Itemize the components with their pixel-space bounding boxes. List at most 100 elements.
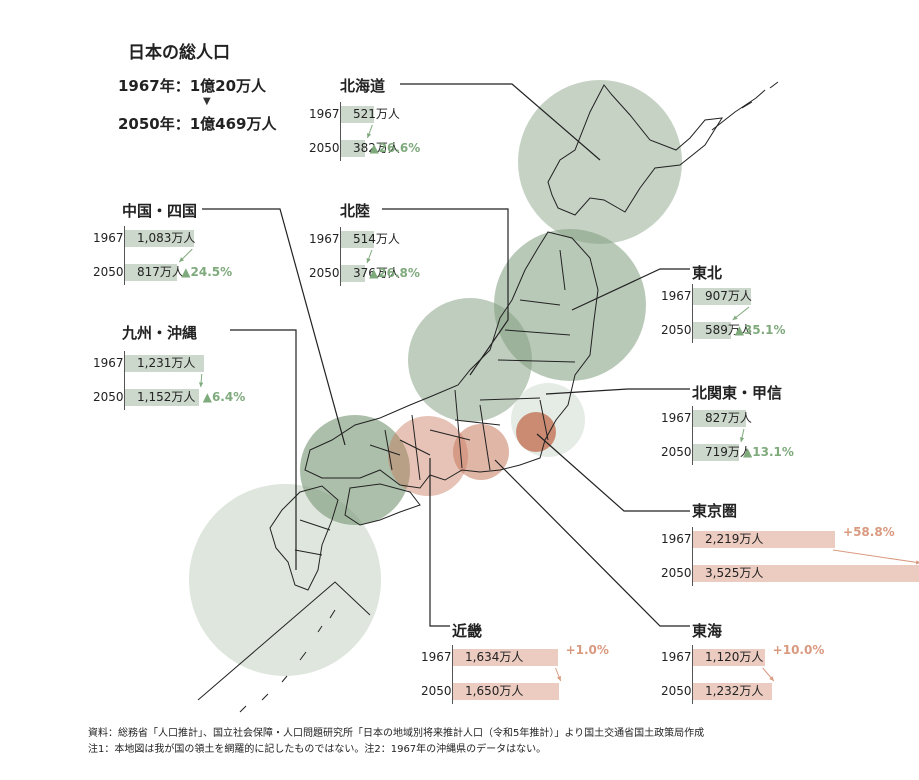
- bar-value-2050: 817万人: [137, 265, 184, 279]
- change-arrow-tokyo: [832, 549, 919, 564]
- ryukyu-islands: [239, 609, 336, 713]
- bar-value-2050: 382万人: [353, 141, 400, 155]
- kuril-islands: [711, 81, 779, 131]
- bar-value-1967: 1,083万人: [137, 231, 196, 245]
- region-name-kyushu: 九州・沖縄: [122, 324, 198, 342]
- kyushu-outline: [269, 485, 339, 591]
- bar-axis: [692, 284, 693, 343]
- bar-axis: [452, 645, 453, 704]
- bar-axis: [692, 406, 693, 465]
- bar-2050-kyushu: 1,152万人: [125, 389, 199, 406]
- bar-value-1967: 2,219万人: [705, 532, 764, 546]
- change-arrowhead-hokuriku: [366, 258, 371, 263]
- year-label-2050: 2050: [93, 390, 124, 404]
- bar-2050-hokkaido: 382万人: [341, 140, 400, 157]
- region-name-tokai: 東海: [692, 622, 723, 640]
- okinawa-inset-divider: [197, 581, 371, 701]
- bar-2050-kinki: 1,650万人: [453, 683, 559, 700]
- change-label-kyushu: ▲6.4%: [202, 390, 246, 404]
- year-label-1967: 1967: [421, 650, 452, 664]
- bar-1967-hokkaido: 521万人: [341, 106, 400, 123]
- total-1967: 1967年：1億20万人: [118, 77, 267, 95]
- year-label-2050: 2050: [309, 141, 340, 155]
- region-name-kitakanto: 北関東・甲信: [692, 384, 783, 402]
- change-label-tokyo: +58.8%: [843, 525, 895, 539]
- change-label-tohoku: ▲35.1%: [734, 323, 786, 337]
- year-label-1967: 1967: [661, 650, 692, 664]
- leader-line-hokkaido: [400, 83, 601, 161]
- region-name-tohoku: 東北: [692, 264, 723, 282]
- year-label-1967: 1967: [661, 411, 692, 425]
- year-label-1967: 1967: [93, 356, 124, 370]
- year-label-1967: 1967: [661, 532, 692, 546]
- change-label-kitakanto: ▲13.1%: [743, 445, 794, 459]
- prefecture-borders: [294, 249, 576, 556]
- bar-1967-tokai: 1,120万人: [693, 649, 765, 666]
- year-label-1967: 1967: [309, 232, 340, 246]
- bar-axis: [340, 227, 341, 286]
- change-arrowhead-tokyo: [915, 560, 919, 565]
- arrow-down-icon: ▼: [203, 96, 211, 107]
- region-name-tokyo: 東京圏: [692, 502, 738, 520]
- change-label-tokai: +10.0%: [772, 643, 825, 657]
- bar-value-1967: 514万人: [353, 232, 400, 246]
- leader-line-tokyo: [536, 433, 690, 512]
- year-label-2050: 2050: [661, 684, 692, 698]
- change-label-hokuriku: ▲26.8%: [369, 266, 420, 280]
- bar-value-1967: 1,231万人: [137, 356, 196, 370]
- change-label-chugoku: ▲24.5%: [181, 265, 233, 279]
- bar-value-2050: 1,152万人: [137, 390, 196, 404]
- leader-line-hokuriku: [382, 208, 509, 376]
- bar-value-2050: 1,232万人: [705, 684, 764, 698]
- bar-value-1967: 521万人: [353, 107, 400, 121]
- bar-1967-kinki: 1,634万人: [453, 649, 558, 666]
- source-note: 資料：総務省「人口推計」、国立社会保障・人口問題研究所「日本の地域別将来推計人口…: [88, 728, 705, 739]
- year-label-2050: 2050: [421, 684, 452, 698]
- year-label-1967: 1967: [309, 107, 340, 121]
- region-name-kinki: 近畿: [452, 622, 483, 640]
- japan-map-chart: [178, 80, 919, 713]
- region-circle-hokkaido: [518, 80, 682, 244]
- bar-axis: [124, 351, 125, 410]
- year-label-2050: 2050: [309, 266, 340, 280]
- leader-line-chugoku: [202, 208, 346, 446]
- region-name-chugoku: 中国・四国: [122, 202, 198, 220]
- leader-line-kitakanto: [545, 388, 690, 395]
- region-name-hokkaido: 北海道: [340, 77, 386, 95]
- bar-axis: [692, 645, 693, 704]
- bar-2050-tokyo: 3,525万人: [693, 565, 919, 582]
- leader-line-kyushu: [230, 329, 297, 570]
- bar-value-2050: 1,650万人: [465, 684, 524, 698]
- year-label-1967: 1967: [661, 289, 692, 303]
- bar-1967-tohoku: 907万人: [693, 288, 752, 305]
- honshu-outline: [304, 231, 599, 489]
- bar-value-2050: 589万人: [705, 323, 752, 337]
- bar-1967-tokyo: 2,219万人: [693, 531, 836, 548]
- change-arrowhead-tohoku: [732, 315, 738, 320]
- region-circle-tokai: [453, 424, 509, 480]
- year-label-2050: 2050: [93, 265, 124, 279]
- bar-1967-kyushu: 1,231万人: [125, 355, 204, 372]
- bar-value-2050: 719万人: [705, 445, 752, 459]
- change-arrowhead-kyushu: [198, 382, 204, 387]
- bar-1967-kitakanto: 827万人: [693, 410, 752, 427]
- bar-2050-kitakanto: 719万人: [693, 444, 752, 461]
- leader-line-tokai: [494, 459, 690, 627]
- page-title: 日本の総人口: [128, 43, 230, 63]
- change-arrowhead-tokai: [769, 676, 774, 681]
- region-circle-kyushu: [189, 484, 381, 676]
- bar-value-1967: 907万人: [705, 289, 752, 303]
- total-2050: 2050年：1億469万人: [118, 115, 277, 133]
- year-label-1967: 1967: [93, 231, 124, 245]
- shikoku-outline: [344, 483, 421, 526]
- year-label-2050: 2050: [661, 323, 692, 337]
- bar-1967-chugoku: 1,083万人: [125, 230, 196, 247]
- bar-value-1967: 1,120万人: [705, 650, 764, 664]
- hokkaido-outline: [547, 84, 723, 216]
- change-label-kinki: +1.0%: [565, 643, 609, 657]
- leader-line-kinki: [429, 458, 450, 627]
- year-label-2050: 2050: [661, 445, 692, 459]
- change-arrowhead-chugoku: [179, 257, 185, 262]
- bar-axis: [692, 527, 693, 586]
